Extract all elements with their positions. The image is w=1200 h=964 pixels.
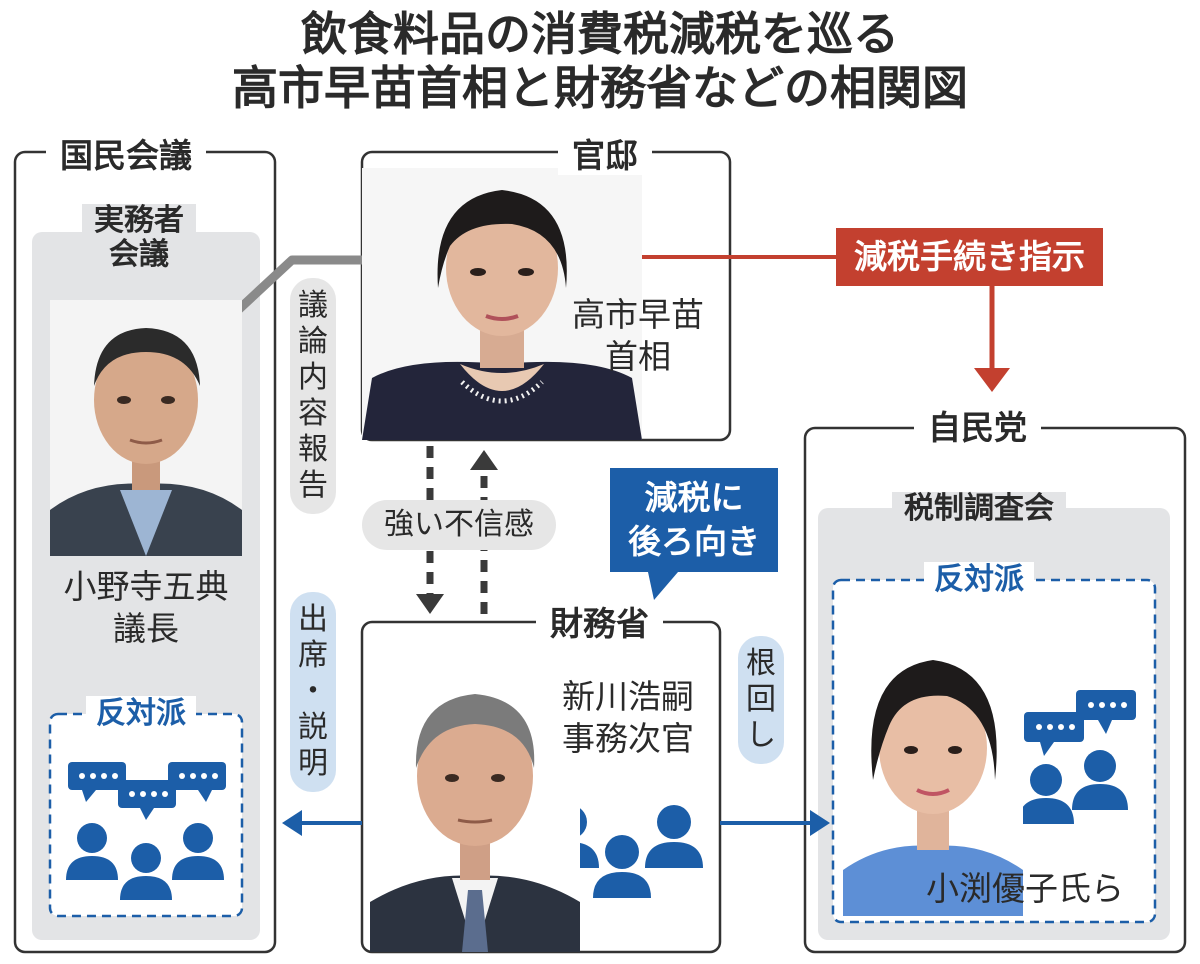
jitsumu-label: 実務者 会議: [82, 204, 196, 272]
jitsumu-label-line-2: 会議: [109, 237, 169, 272]
takaichi-photo: [362, 168, 642, 440]
attend-char-3: ・: [298, 674, 328, 709]
lobby-char-3: し: [746, 718, 776, 753]
onodera-name-line-2: 議長: [113, 609, 179, 648]
left-bubble-dots: [79, 773, 218, 797]
onodera-name-line-1: 小野寺五典: [63, 567, 229, 606]
attend-char-2: 席: [298, 638, 328, 673]
instruction-label: 減税手続き指示: [836, 228, 1103, 286]
lobby-char-2: 回: [746, 682, 776, 717]
zeisei-label: 税制調査会: [892, 492, 1066, 526]
shinkawa-name-line-1: 新川浩嗣: [562, 677, 694, 716]
shinkawa-photo: [370, 664, 580, 952]
zaimu-label: 財務省: [536, 605, 663, 643]
shinkawa-name-line-2: 事務次官: [562, 719, 694, 758]
report-label: 議 論 内 容 報 告: [290, 278, 336, 514]
kantei-label: 官邸: [558, 137, 652, 175]
obuchi-photo: [843, 630, 1023, 916]
left-opposition-label: 反対派: [86, 696, 196, 732]
left-person-icon: [66, 823, 224, 900]
report-char-5: 報: [298, 432, 328, 467]
report-char-6: 告: [298, 468, 328, 503]
onodera-name: 小野寺五典 議長: [38, 566, 254, 650]
title-line-2: 高市早苗首相と財務省などの相関図: [232, 61, 968, 115]
left-speech-bubble-icon: [68, 762, 226, 820]
takaichi-name-line-1: 高市早苗: [572, 295, 704, 334]
takaichi-name-line-2: 首相: [605, 337, 671, 376]
report-char-4: 容: [298, 396, 328, 431]
title-line-1: 飲食料品の消費税減税を巡る: [301, 7, 899, 61]
reluctant-line-1: 減税に: [644, 478, 744, 517]
report-char-2: 論: [298, 324, 328, 359]
obuchi-name: 小渕優子氏ら: [926, 869, 1124, 908]
jitsumu-label-line-1: 実務者: [94, 203, 184, 238]
lobby-char-1: 根: [746, 646, 776, 681]
lobby-arrow-icon: [720, 810, 830, 836]
right-person-icon: [1018, 750, 1128, 824]
reluctant-line-2: 後ろ向き: [628, 522, 760, 561]
attend-char-1: 出: [298, 602, 328, 637]
report-char-1: 議: [298, 288, 328, 323]
shinkawa-name: 新川浩嗣 事務次官: [540, 676, 716, 760]
attend-char-4: 説: [298, 710, 328, 745]
jimin-label: 自民党: [914, 409, 1041, 447]
lobby-label: 根 回 し: [738, 636, 784, 764]
report-char-3: 内: [298, 360, 328, 395]
onodera-photo: [50, 300, 242, 556]
takaichi-name: 高市早苗 首相: [548, 294, 728, 378]
right-bubble-dots: [1036, 702, 1127, 730]
attend-char-5: 明: [298, 746, 328, 781]
attend-label: 出 席 ・ 説 明: [290, 592, 336, 792]
right-speech-bubble-icon: [1024, 690, 1136, 756]
right-opposition-label: 反対派: [924, 562, 1034, 598]
kokumin-label: 国民会議: [46, 137, 206, 175]
reluctant-callout-tail-icon: [648, 572, 678, 600]
reluctant-callout: 減税に 後ろ向き: [610, 468, 778, 572]
attend-arrow-icon: [282, 810, 362, 836]
distrust-label: 強い不信感: [362, 500, 556, 550]
